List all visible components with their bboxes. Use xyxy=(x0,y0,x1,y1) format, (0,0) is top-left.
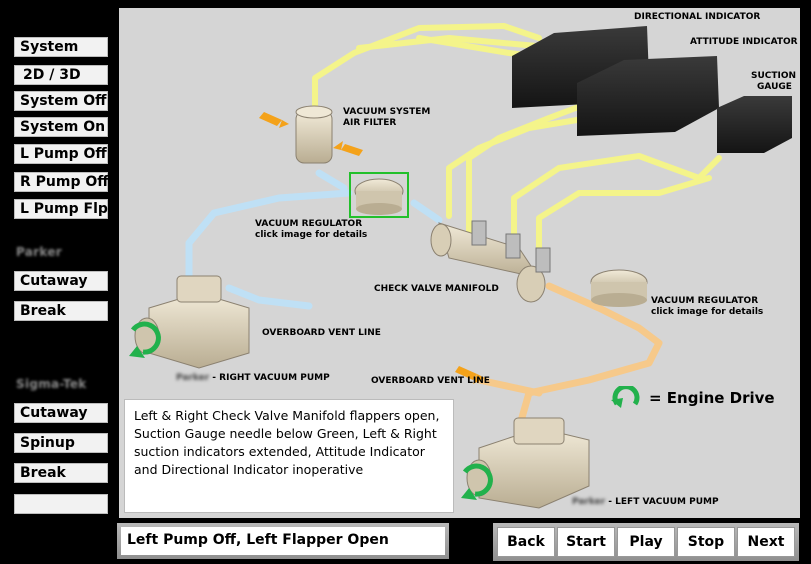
play-button[interactable]: Play xyxy=(617,527,675,557)
parker-cutaway-button[interactable]: Cutaway xyxy=(14,271,108,291)
label-attitude-indicator: ATTITUDE INDICATOR xyxy=(690,37,798,47)
system-on-button[interactable]: System On xyxy=(14,117,108,137)
airflow-arrows xyxy=(259,112,485,384)
parker-heading: Parker xyxy=(16,245,63,259)
label-suction-gauge-1: SUCTION xyxy=(751,71,797,81)
label-air-filter-2: AIR FILTER xyxy=(343,118,397,128)
next-button[interactable]: Next xyxy=(737,527,795,557)
intake-lines xyxy=(185,169,443,310)
engine-drive-legend: = Engine Drive xyxy=(611,386,775,410)
sigmatek-heading: Sigma-Tek xyxy=(16,377,87,391)
right-vacuum-regulator xyxy=(349,172,409,218)
system-off-button[interactable]: System Off xyxy=(14,91,108,111)
2d-3d-button[interactable]: 2D / 3D xyxy=(14,65,108,85)
label-vacuum-regulator-right-details[interactable]: click image for details xyxy=(255,230,368,240)
sigmatek-blank-button[interactable] xyxy=(14,494,108,514)
description-box: Left & Right Check Valve Manifold flappe… xyxy=(124,399,454,513)
label-check-valve-manifold: CHECK VALVE MANIFOLD xyxy=(374,284,499,294)
r-pump-off-button[interactable]: R Pump Off xyxy=(14,172,109,192)
left-vacuum-regulator xyxy=(590,269,648,307)
status-bar: Left Pump Off, Left Flapper Open xyxy=(117,523,449,559)
start-button[interactable]: Start xyxy=(557,527,615,557)
vacuum-system-diagram: DIRECTIONAL INDICATOR ATTITUDE INDICATOR… xyxy=(119,8,800,518)
right-pump-text: - RIGHT VACUUM PUMP xyxy=(212,373,330,383)
right-vacuum-pump xyxy=(129,275,250,369)
right-pump-brand: Parker xyxy=(176,373,210,383)
left-vacuum-pump xyxy=(461,417,590,509)
label-right-vacuum-pump: Parker - RIGHT VACUUM PUMP xyxy=(176,373,330,384)
instruments xyxy=(512,26,792,153)
check-valve-manifold xyxy=(430,220,551,303)
back-button[interactable]: Back xyxy=(497,527,555,557)
exhaust-lines xyxy=(475,282,663,432)
label-vacuum-regulator-left-details[interactable]: click image for details xyxy=(651,307,764,317)
label-vacuum-regulator-right[interactable]: VACUUM REGULATOR xyxy=(255,219,363,229)
air-filter xyxy=(295,105,333,164)
left-pump-text: - LEFT VACUUM PUMP xyxy=(608,497,719,507)
status-text: Left Pump Off, Left Flapper Open xyxy=(121,527,445,555)
label-directional-indicator: DIRECTIONAL INDICATOR xyxy=(634,12,761,22)
parker-break-button[interactable]: Break xyxy=(14,301,108,321)
system-button[interactable]: System xyxy=(14,37,108,57)
label-suction-gauge-2: GAUGE xyxy=(757,82,792,92)
sigmatek-spinup-button[interactable]: Spinup xyxy=(14,433,108,453)
diagram-artwork xyxy=(129,23,792,509)
sigmatek-cutaway-button[interactable]: Cutaway xyxy=(14,403,108,423)
stop-button[interactable]: Stop xyxy=(677,527,735,557)
label-overboard-vent-right: OVERBOARD VENT LINE xyxy=(262,328,381,338)
navigation-bar: Back Start Play Stop Next xyxy=(493,523,799,561)
l-pump-flp-button[interactable]: L Pump Flp xyxy=(14,199,108,219)
label-vacuum-regulator-left[interactable]: VACUUM REGULATOR xyxy=(651,296,759,306)
left-pump-brand: Parker xyxy=(572,497,606,507)
engine-drive-label: = Engine Drive xyxy=(649,389,775,407)
l-pump-off-button[interactable]: L Pump Off xyxy=(14,144,108,164)
sigmatek-break-button[interactable]: Break xyxy=(14,463,108,483)
label-left-vacuum-pump: Parker - LEFT VACUUM PUMP xyxy=(572,497,719,508)
label-overboard-vent-left: OVERBOARD VENT LINE xyxy=(371,376,490,386)
label-air-filter-1: VACUUM SYSTEM xyxy=(343,107,431,117)
engine-drive-arrow-icon xyxy=(611,386,640,408)
